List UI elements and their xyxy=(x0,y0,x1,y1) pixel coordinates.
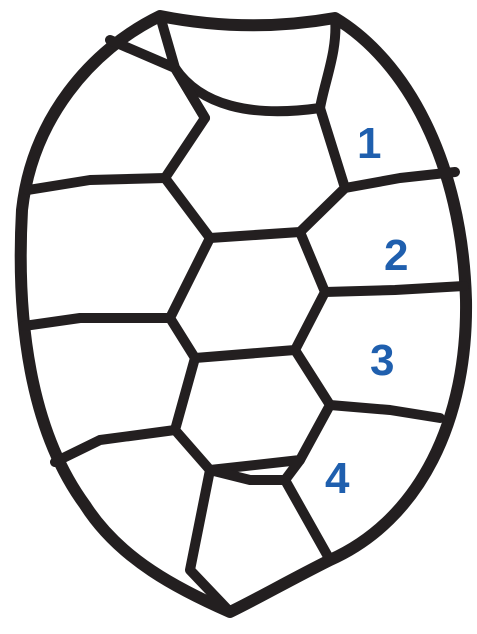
scute-label-3: 3 xyxy=(370,336,394,385)
right-costal-line-3 xyxy=(330,405,440,418)
right-costal-line-2 xyxy=(325,286,464,292)
vertebral-scute-6 xyxy=(210,470,285,480)
vertebral-scute-3 xyxy=(175,350,330,470)
scute-label-4: 4 xyxy=(325,454,350,503)
right-costal-line-1 xyxy=(345,172,455,188)
left-costal-line-3 xyxy=(24,318,170,326)
left-costal-line-2 xyxy=(28,178,165,190)
shell-outline-group xyxy=(21,16,466,612)
vertebral-scute-5 xyxy=(285,460,330,560)
scute-label-1: 1 xyxy=(357,119,381,168)
vertebral-scute-2 xyxy=(170,232,325,358)
scute-label-2: 2 xyxy=(384,231,408,280)
left-costal-line-4 xyxy=(55,430,175,462)
